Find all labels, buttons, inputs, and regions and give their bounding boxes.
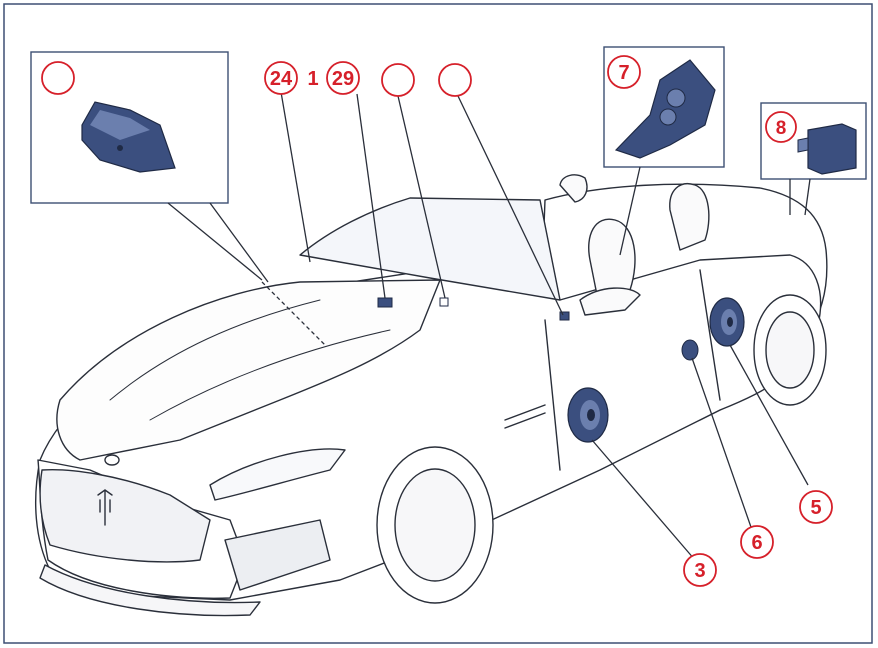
car-front-rim [394, 468, 476, 582]
leader-inset-left-dash [261, 281, 326, 346]
car-splitter [39, 564, 261, 617]
tweeter-icon [681, 339, 699, 361]
module-connector [797, 137, 809, 153]
leader-inset-left-a [167, 202, 263, 281]
car-rear-rim [765, 311, 815, 389]
car-badge [104, 454, 120, 466]
callout-label: 8 [776, 118, 787, 139]
callout-5: 5 [799, 490, 833, 524]
car-body [34, 174, 828, 617]
leader-8-b [804, 178, 811, 216]
subwoofer-cone-2 [659, 108, 677, 126]
car-headlight [209, 448, 346, 501]
callout-8: 8 [765, 111, 797, 143]
callout-label: 5 [810, 497, 821, 519]
inset-box-7 [603, 46, 725, 168]
callout-1: 1 [307, 68, 318, 90]
leader-5 [729, 344, 809, 486]
leader-empty-a [397, 95, 446, 299]
door-tweeter [681, 339, 699, 361]
dash-speaker-right [439, 297, 449, 307]
inset-box-left [30, 51, 229, 204]
amplifier-hole [117, 145, 123, 151]
door-speaker-front [567, 387, 609, 443]
leader-6 [691, 357, 753, 531]
callout-label: 6 [751, 532, 762, 554]
car-intake [224, 519, 331, 591]
diagram-frame [3, 3, 873, 644]
callout-label: 24 [270, 68, 293, 90]
callout-6: 6 [740, 525, 774, 559]
car-windshield [299, 197, 561, 301]
car-door-line [544, 269, 721, 471]
leader-24 [280, 91, 311, 263]
callout-7: 7 [607, 55, 641, 89]
leader-lines [167, 91, 811, 561]
leader-29 [356, 93, 386, 299]
car-grille [39, 468, 211, 563]
car-side-vents [504, 404, 546, 429]
callout-empty-a [381, 63, 415, 97]
callout-label: 7 [618, 62, 629, 84]
amplifier-highlight [90, 110, 150, 140]
mirror-microphone [559, 311, 570, 321]
speaker-center [587, 409, 595, 421]
car-hood [56, 279, 441, 461]
car-hood-creases [109, 299, 391, 421]
door-speaker-rear [709, 297, 745, 347]
speaker-center [727, 317, 733, 327]
car-headrest [559, 174, 588, 203]
callout-empty-b [438, 63, 472, 97]
leader-7 [619, 166, 641, 256]
callout-24: 24 [264, 61, 298, 95]
callout-label: 3 [694, 560, 705, 582]
leader-empty-b [457, 95, 564, 316]
car-seat-rear [669, 183, 710, 251]
dash-speaker-left [377, 297, 393, 308]
module-icon [807, 123, 857, 175]
callout-29: 29 [326, 61, 360, 95]
callout-label: 29 [332, 68, 354, 90]
car-mirror [579, 287, 641, 316]
leader-3 [591, 439, 696, 561]
subwoofer-cone-1 [666, 88, 686, 108]
callout-label: 1 [307, 68, 318, 90]
callout-empty-inset [41, 61, 75, 95]
callout-3: 3 [683, 553, 717, 587]
leader-inset-left-b [209, 202, 269, 283]
car-trident [97, 489, 113, 526]
